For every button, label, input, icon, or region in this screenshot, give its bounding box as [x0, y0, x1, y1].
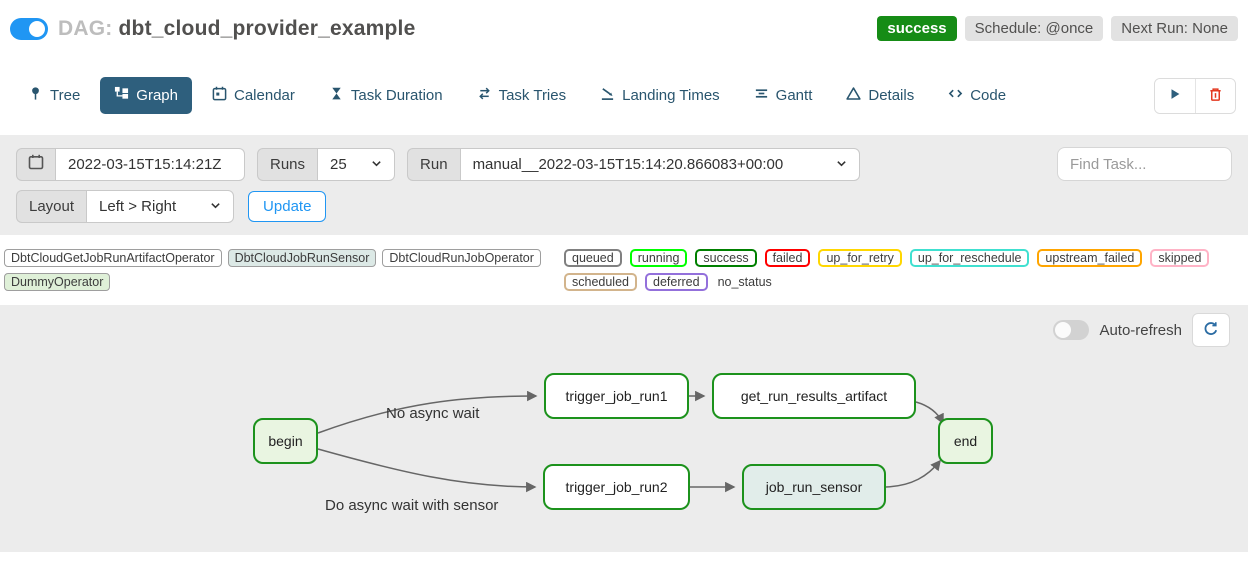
view-tabs-bar: Tree Graph Calendar Task Duration Task T…: [0, 77, 1248, 114]
status-badge[interactable]: success: [877, 16, 957, 41]
page-title: DAG: dbt_cloud_provider_example: [58, 17, 415, 41]
dag-header: DAG: dbt_cloud_provider_example success …: [0, 0, 1248, 41]
tab-label: Task Tries: [498, 87, 567, 104]
dag-id-title: dbt_cloud_provider_example: [118, 16, 416, 40]
play-icon: [1168, 87, 1182, 104]
edge-label-do-async-wait: Do async wait with sensor: [325, 497, 499, 514]
hourglass-icon: [329, 86, 344, 105]
tab-details[interactable]: Details: [832, 77, 928, 114]
update-button[interactable]: Update: [248, 191, 327, 222]
layout-select[interactable]: Left > Right: [86, 190, 235, 223]
run-select[interactable]: manual__2022-03-15T15:14:20.866083+00:00: [459, 147, 860, 181]
legend-state-badge[interactable]: success: [695, 249, 757, 267]
legend-operator-badge[interactable]: DbtCloudJobRunSensor: [227, 249, 377, 267]
base-date-input[interactable]: [55, 147, 245, 181]
tab-label: Details: [868, 87, 915, 104]
gantt-icon: [754, 86, 769, 105]
task-node-job-run-sensor[interactable]: job_run_sensor: [742, 464, 886, 510]
next-run-badge: Next Run: None: [1111, 16, 1238, 41]
tab-label: Landing Times: [622, 87, 720, 104]
tree-icon: [28, 86, 43, 105]
calendar-icon: [212, 86, 227, 105]
legend-operator-badge[interactable]: DbtCloudRunJobOperator: [382, 249, 541, 267]
legend-state-badge[interactable]: deferred: [645, 273, 708, 291]
tab-task-tries[interactable]: Task Tries: [463, 77, 581, 114]
task-node-trigger-job-run1[interactable]: trigger_job_run1: [544, 373, 689, 419]
state-legend: queued running success failed up_for_ret…: [564, 249, 1244, 291]
layout-selected-value: Left > Right: [99, 198, 177, 215]
run-selected-value: manual__2022-03-15T15:14:20.866083+00:00: [472, 155, 784, 173]
legend-state-badge[interactable]: upstream_failed: [1037, 249, 1143, 267]
tab-task-duration[interactable]: Task Duration: [315, 77, 457, 114]
chevron-down-icon: [371, 156, 382, 173]
tab-label: Code: [970, 87, 1007, 104]
chevron-down-icon: [210, 198, 221, 215]
tab-tree[interactable]: Tree: [14, 77, 94, 114]
tab-calendar[interactable]: Calendar: [198, 77, 309, 114]
tab-gantt[interactable]: Gantt: [740, 77, 827, 114]
dag-action-buttons: [1154, 77, 1236, 114]
task-node-begin[interactable]: begin: [253, 418, 318, 464]
legend-state-badge[interactable]: running: [629, 249, 688, 267]
details-triangle-icon: [846, 86, 861, 105]
landing-plane-icon: [600, 86, 615, 105]
base-date-addon: [16, 147, 55, 181]
legend-state-badge[interactable]: scheduled: [564, 273, 637, 291]
run-label: Run: [407, 147, 460, 181]
task-node-end[interactable]: end: [938, 418, 993, 464]
operator-legend: DbtCloudGetJobRunArtifactOperator DbtClo…: [4, 249, 556, 291]
filter-panel: Runs 25 Run manual__2022-03-15T15:14:20.…: [0, 135, 1248, 235]
legend-operator-badge[interactable]: DbtCloudGetJobRunArtifactOperator: [4, 249, 222, 267]
auto-refresh-toggle[interactable]: [1053, 320, 1090, 340]
runs-selected-value: 25: [330, 155, 347, 173]
repeat-icon: [477, 86, 492, 105]
auto-refresh-label: Auto-refresh: [1099, 321, 1182, 339]
calendar-icon: [28, 154, 44, 174]
legend-state-badge[interactable]: failed: [764, 249, 811, 267]
tab-label: Calendar: [234, 87, 295, 104]
refresh-icon: [1203, 321, 1219, 340]
legend-operator-badge[interactable]: DummyOperator: [4, 273, 111, 291]
dag-prefix-label: DAG:: [58, 16, 113, 40]
tab-label: Task Duration: [350, 87, 443, 104]
tab-label: Tree: [50, 87, 81, 104]
edge-label-no-async-wait: No async wait: [386, 405, 480, 422]
tab-landing-times[interactable]: Landing Times: [586, 77, 734, 114]
trash-icon: [1208, 87, 1223, 105]
schedule-badge[interactable]: Schedule: @once: [964, 16, 1104, 41]
find-task-input[interactable]: [1057, 147, 1232, 181]
legend-state-badge[interactable]: queued: [564, 249, 622, 267]
tab-code[interactable]: Code: [934, 77, 1020, 114]
refresh-button[interactable]: [1192, 313, 1230, 347]
toggle-knob: [29, 20, 45, 37]
task-node-trigger-job-run2[interactable]: trigger_job_run2: [543, 464, 690, 510]
graph-icon: [114, 86, 129, 105]
trigger-dag-button[interactable]: [1155, 78, 1195, 113]
tab-label: Gantt: [775, 87, 813, 104]
legend-state-badge[interactable]: no_status: [717, 275, 772, 289]
task-node-get-run-results-artifact[interactable]: get_run_results_artifact: [712, 373, 916, 419]
legend-state-badge[interactable]: up_for_retry: [818, 249, 902, 267]
delete-dag-button[interactable]: [1195, 78, 1235, 113]
chevron-down-icon: [836, 156, 847, 173]
code-icon: [948, 86, 963, 105]
toggle-knob: [1055, 322, 1072, 338]
runs-label: Runs: [257, 147, 318, 181]
layout-label: Layout: [16, 190, 87, 223]
runs-select[interactable]: 25: [317, 147, 396, 181]
tab-graph[interactable]: Graph: [100, 77, 192, 114]
legend-state-badge[interactable]: skipped: [1150, 249, 1210, 267]
dag-graph-panel: begin trigger_job_run1 get_run_results_a…: [0, 305, 1248, 552]
dag-pause-toggle[interactable]: [10, 17, 48, 40]
legend: DbtCloudGetJobRunArtifactOperator DbtClo…: [0, 235, 1248, 291]
refresh-controls: Auto-refresh: [1053, 313, 1230, 347]
tab-label: Graph: [136, 87, 178, 104]
legend-state-badge[interactable]: up_for_reschedule: [909, 249, 1030, 267]
